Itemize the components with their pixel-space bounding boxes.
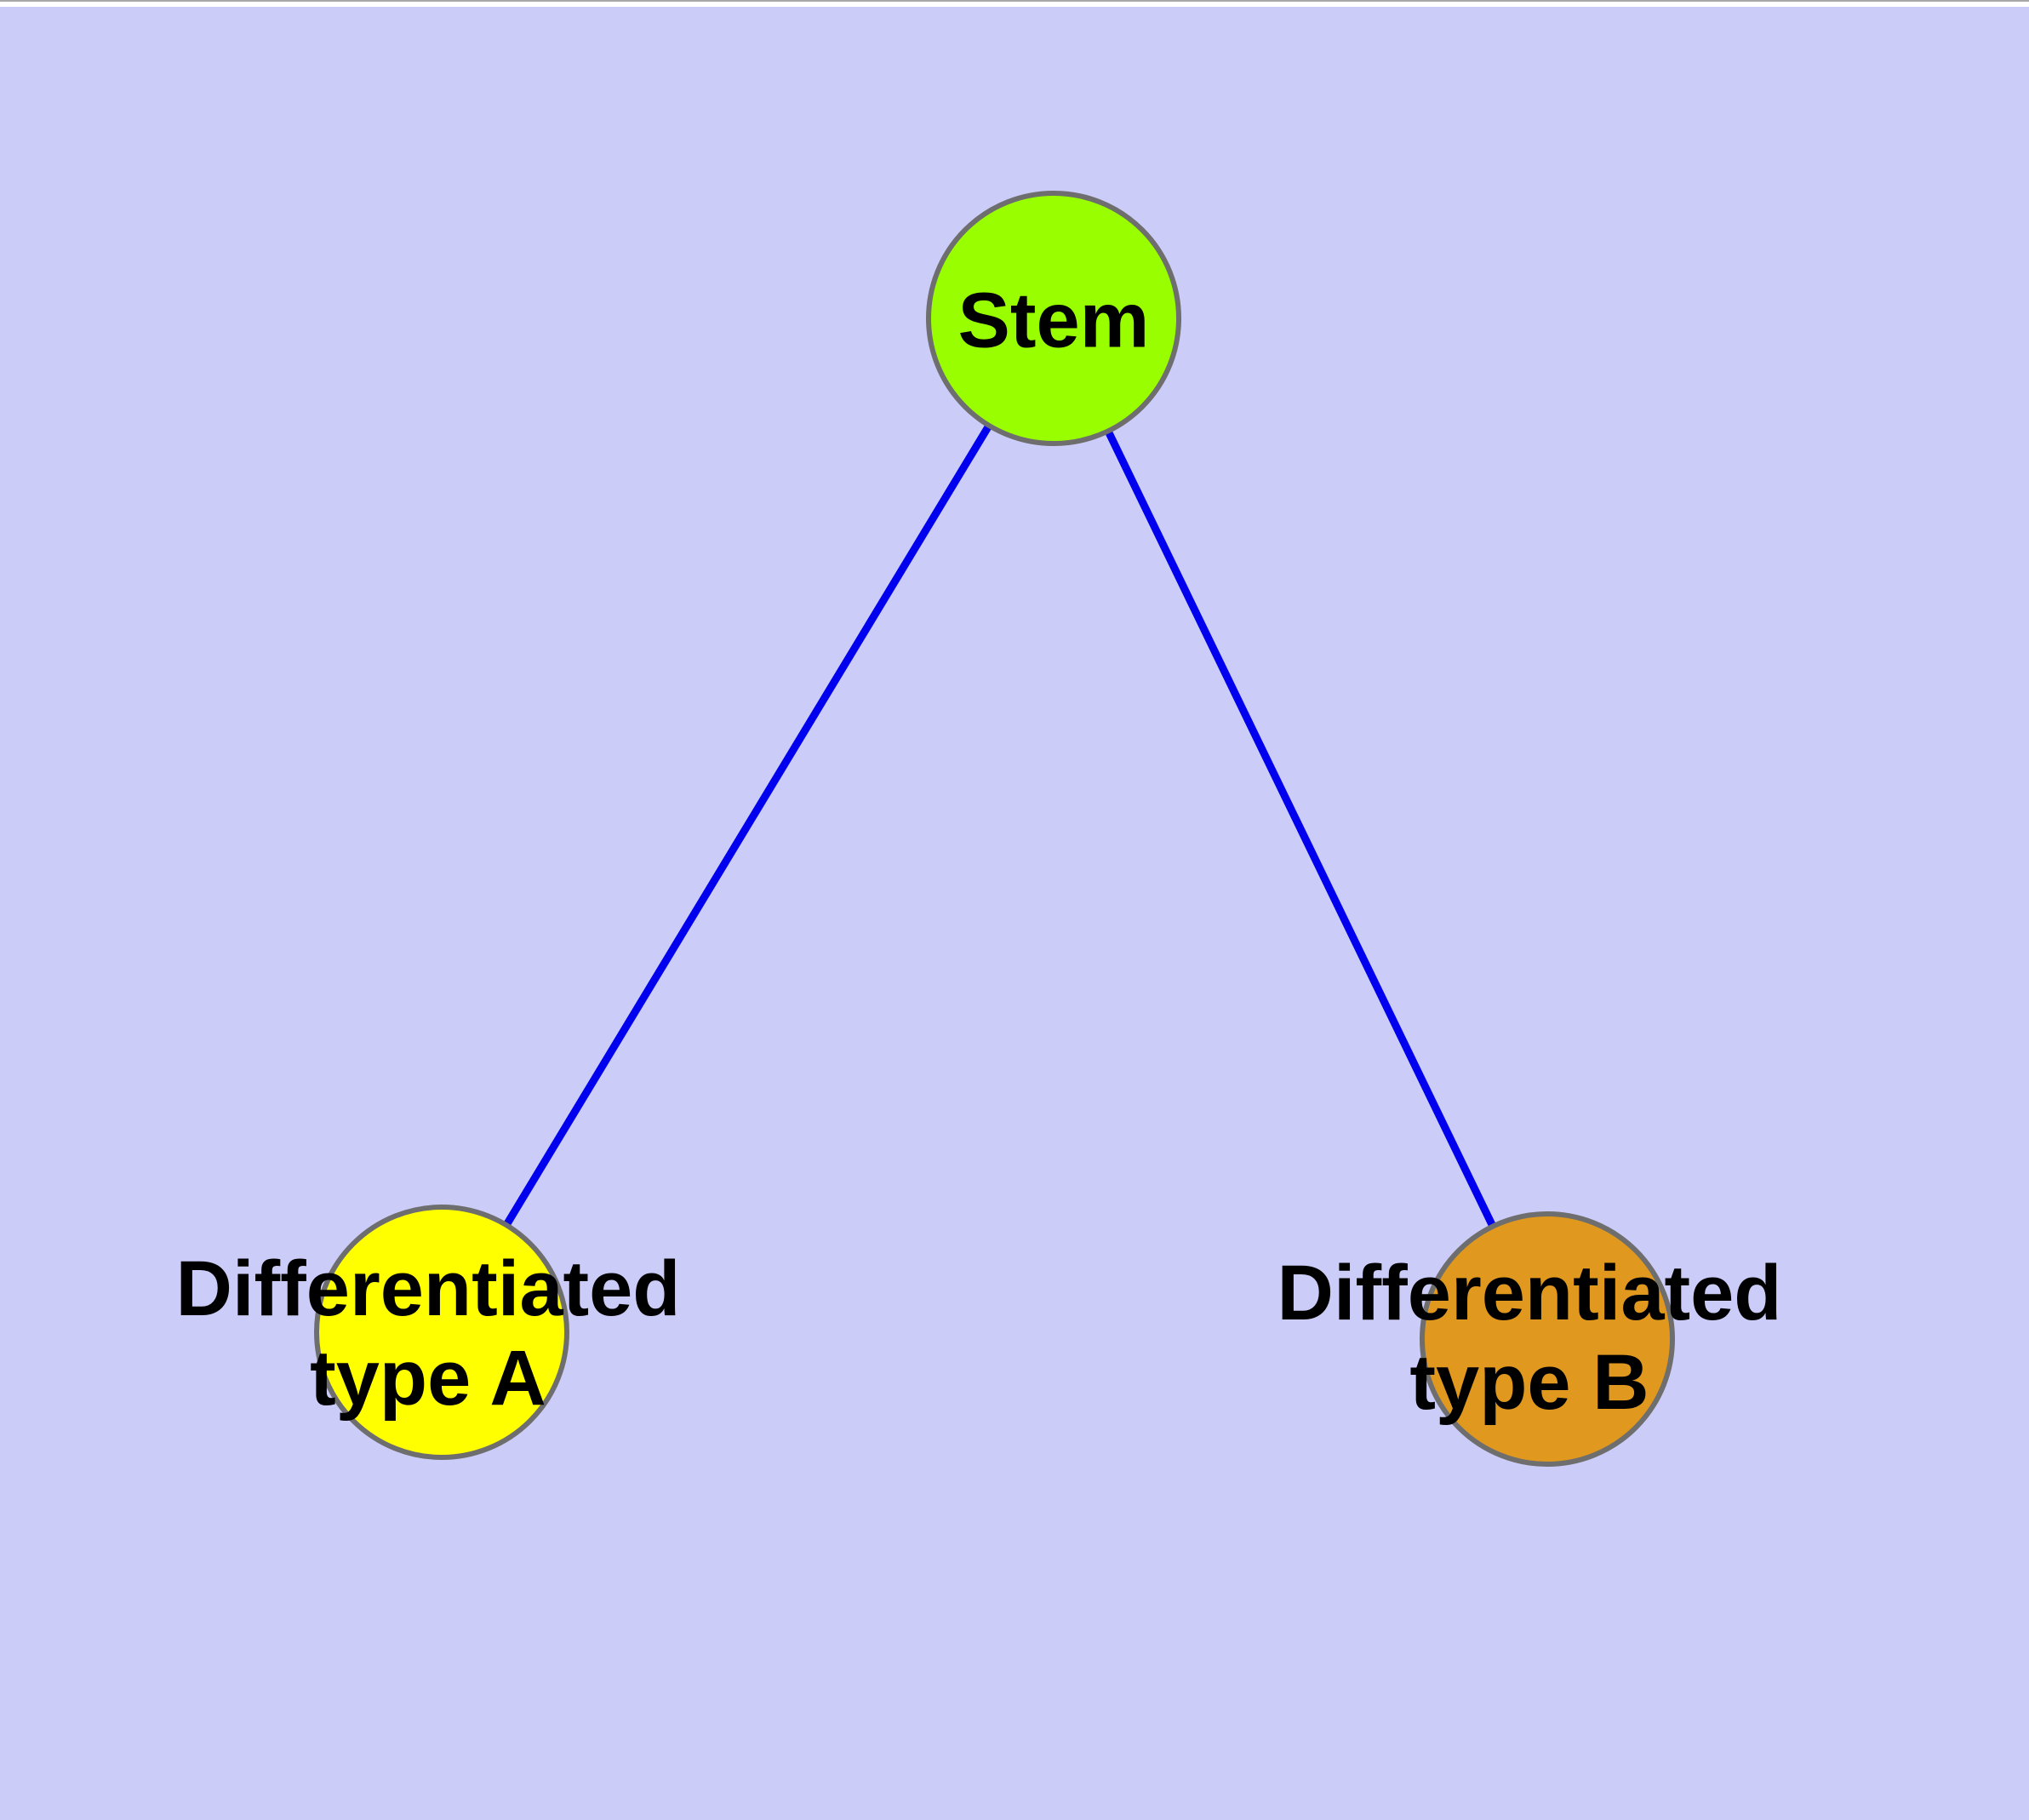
node-type-b-circle [1420,1211,1675,1467]
node-stem-circle [926,191,1181,446]
node-type-a-circle [314,1205,569,1460]
top-margin-strip [0,0,2029,7]
edge-stem-to-type-a [438,316,1057,1335]
edge-stem-to-type-b [1049,317,1552,1341]
